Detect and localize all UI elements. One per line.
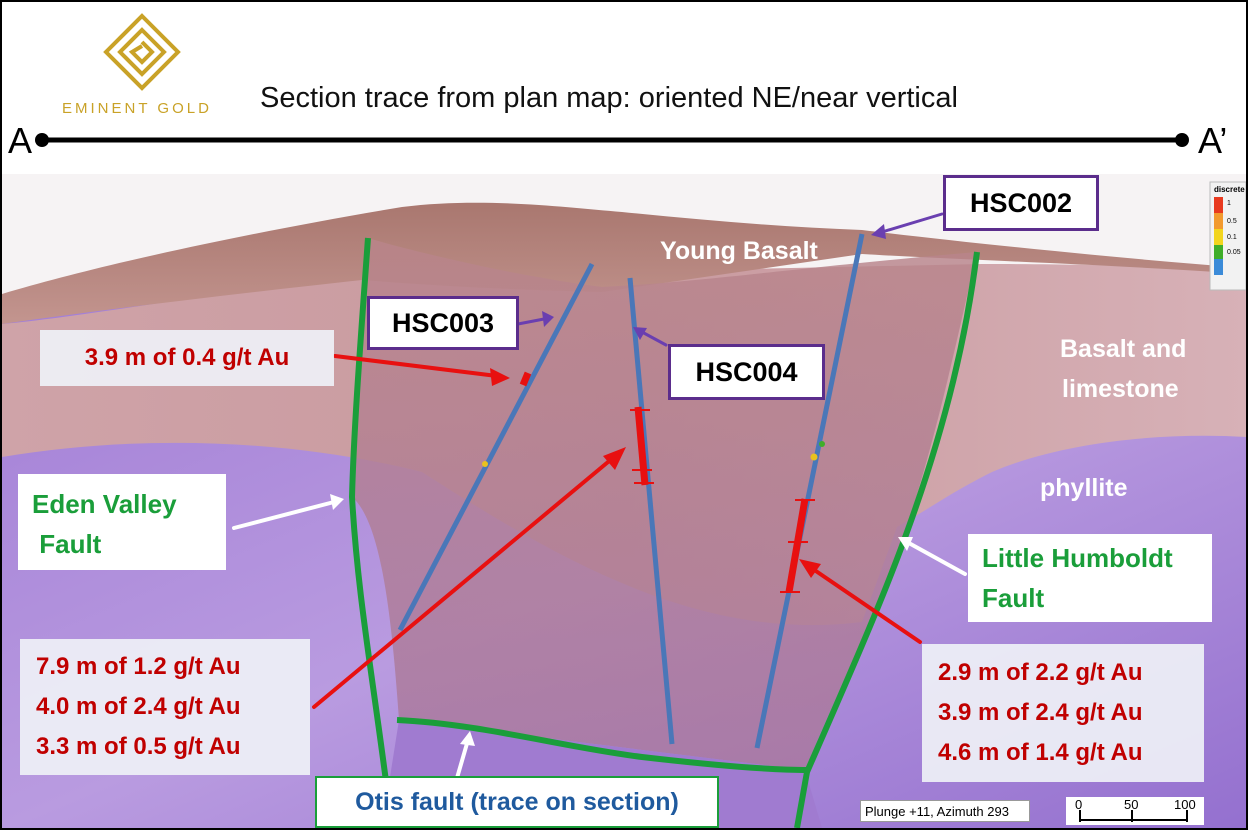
drillhole-hsc002 <box>754 233 865 749</box>
eden-valley-fault-trace <box>348 237 395 828</box>
intercept-ticks-hsc002 <box>780 499 815 593</box>
legend-entry: 0.05 <box>1227 249 1241 256</box>
fault-label-line: Little Humboldt <box>982 543 1173 573</box>
trace-label-end: A’ <box>1198 120 1228 161</box>
legend-title: discrete <box>1214 185 1245 194</box>
assay-box-hsc004: 7.9 m of 1.2 g/t Au 4.0 m of 2.4 g/t Au … <box>20 639 310 775</box>
legend-entry: 0.1 <box>1227 234 1237 241</box>
grade-legend <box>1209 181 1246 291</box>
scale-tick-label: 100 <box>1174 797 1196 812</box>
assay-arrow-hsc003 <box>333 354 499 378</box>
scale-bar <box>1066 797 1204 825</box>
assay-arrow-hsc004 <box>312 455 616 709</box>
scale-tick-label: 0 <box>1075 797 1083 812</box>
fault-label-line: Fault <box>32 529 102 559</box>
assay-line: 4.0 m of 2.4 g/t Au <box>36 693 241 720</box>
assay-dot <box>810 453 818 461</box>
fault-label-little-humboldt: Little Humboldt Fault <box>968 534 1212 622</box>
hole-arrow-hsc003 <box>516 317 546 326</box>
intercept-hsc003 <box>519 371 532 387</box>
header-background <box>2 2 1246 174</box>
intercept-hsc004 <box>634 406 649 486</box>
assay-dot <box>819 441 825 447</box>
trace-endpoint-a-prime <box>1175 133 1189 147</box>
assay-arrow-hsc002 <box>808 565 922 644</box>
assay-line: 3.9 m of 2.4 g/t Au <box>938 699 1143 726</box>
fault-label-eden-valley: Eden Valley Fault <box>18 474 226 570</box>
hole-arrow-hsc004 <box>640 330 668 347</box>
assay-dot <box>482 461 488 467</box>
assay-line: 3.3 m of 0.5 g/t Au <box>36 733 241 760</box>
otis-fault-trace <box>396 717 809 773</box>
assay-line: 4.6 m of 1.4 g/t Au <box>938 739 1143 766</box>
logo-mark <box>103 13 181 91</box>
assay-line: 2.9 m of 2.2 g/t Au <box>938 659 1143 686</box>
drillhole-hsc003 <box>397 262 595 632</box>
hole-label-hsc004: HSC004 <box>668 344 825 400</box>
logo-text: EMINENT GOLD <box>62 100 212 117</box>
unit-label-phyllite: phyllite <box>1040 474 1128 502</box>
fault-label-line: Fault <box>982 583 1045 613</box>
hole-label-hsc003: HSC003 <box>367 296 519 350</box>
fault-pointer-little-humboldt <box>905 540 967 576</box>
young-basalt-unit <box>2 202 1246 324</box>
hole-arrow-hsc002 <box>880 212 944 234</box>
trace-label-start: A <box>8 120 33 161</box>
little-humboldt-fault-trace <box>794 251 980 828</box>
fault-label-otis: Otis fault (trace on section) <box>315 776 719 828</box>
fault-pointer-otis <box>455 738 470 780</box>
assay-line: 3.9 m of 0.4 g/t Au <box>84 344 290 371</box>
page-title: Section trace from plan map: oriented NE… <box>260 82 958 114</box>
unit-label-young-basalt: Young Basalt <box>660 237 818 265</box>
hole-label-hsc002: HSC002 <box>943 175 1099 231</box>
unit-label-basalt-limestone-1: Basalt and <box>1060 335 1187 363</box>
plunge-azimuth-label: Plunge +11, Azimuth 293 <box>860 800 1030 822</box>
fault-pointer-eden-valley <box>232 500 336 530</box>
intercept-hsc002 <box>785 498 809 593</box>
assay-line: 7.9 m of 1.2 g/t Au <box>36 653 241 680</box>
legend-entry: 1 <box>1227 200 1231 207</box>
scale-tick-label: 50 <box>1124 797 1139 812</box>
assay-box-hsc003: 3.9 m of 0.4 g/t Au <box>40 330 334 386</box>
unit-label-basalt-limestone-2: limestone <box>1062 375 1179 403</box>
intercept-ticks-hsc004 <box>630 409 654 484</box>
assay-box-hsc002: 2.9 m of 2.2 g/t Au 3.9 m of 2.4 g/t Au … <box>922 644 1204 782</box>
drillhole-hsc004 <box>627 277 675 745</box>
legend-entry: 0.5 <box>1227 218 1237 225</box>
fault-label-line: Eden Valley <box>32 489 177 519</box>
trace-endpoint-a <box>35 133 49 147</box>
